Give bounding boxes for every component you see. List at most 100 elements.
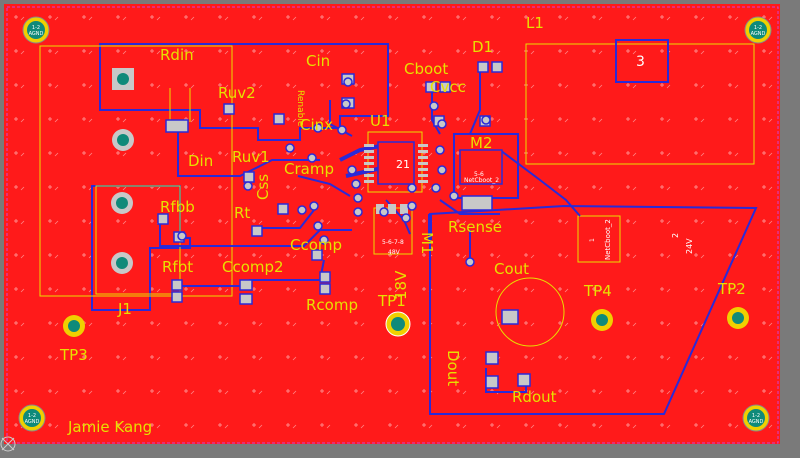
label-cinx: Cinx xyxy=(300,116,333,134)
ccomp2-pad-2 xyxy=(239,293,253,305)
u1-body xyxy=(377,141,415,185)
netcboot-pin-text: 1 xyxy=(589,238,596,242)
label-renable: Renable xyxy=(295,90,305,127)
input-island xyxy=(99,43,389,141)
label-dout: Dout xyxy=(444,350,462,386)
ccomp-pad xyxy=(311,249,323,261)
vias xyxy=(177,77,491,267)
hole-agnd-tl: AGND xyxy=(29,31,44,37)
rfbt-pad-1 xyxy=(171,279,183,291)
label-d1: D1 xyxy=(472,38,493,56)
m1-pins-text: 5-6-7-8 xyxy=(382,239,404,246)
label-din: Din xyxy=(188,152,213,170)
silkscreen-outlines xyxy=(39,39,755,347)
tp2-pad[interactable] xyxy=(727,307,749,329)
mounting-hole-top-left xyxy=(22,16,50,44)
rt-pad xyxy=(251,225,263,237)
hole-net-br: 1-2 xyxy=(752,413,760,419)
label-rcomp: Rcomp xyxy=(306,296,358,314)
label-ccomp: Ccomp xyxy=(290,236,342,254)
label-css: Css xyxy=(254,174,272,200)
tp3-pad[interactable] xyxy=(63,315,85,337)
mounting-holes xyxy=(18,16,772,432)
label-cout: Cout xyxy=(494,260,529,278)
hole-net-tr: 1-2 xyxy=(754,25,762,31)
pad-2-text: 2 xyxy=(671,233,680,238)
ruv1-pad xyxy=(243,171,255,183)
m2-body xyxy=(459,149,503,185)
copper-islands xyxy=(91,43,758,415)
net-text: 3 21 5-6 NetCboot_2 1 NetCboot_2 2 24V 5… xyxy=(382,54,694,260)
label-rfbt: Rfbt xyxy=(162,258,193,276)
output-island xyxy=(429,204,758,415)
d1-pad-2 xyxy=(491,61,503,73)
mounting-hole-bottom-right xyxy=(742,404,770,432)
dout-pad-2 xyxy=(485,375,499,389)
mounting-hole-bottom-left xyxy=(18,404,46,432)
label-cramp: Cramp xyxy=(284,160,334,178)
label-j1: J1 xyxy=(117,300,132,318)
label-rt: Rt xyxy=(234,204,250,222)
label-m2: M2 xyxy=(470,134,493,152)
hole-net-bl: 1-2 xyxy=(28,413,36,419)
l1-outline xyxy=(525,43,755,165)
label-m1: M1 xyxy=(418,232,436,255)
label-tp4: TP4 xyxy=(583,282,612,300)
rfbt-pad-2 xyxy=(171,291,183,303)
rfbb-pad-1 xyxy=(157,213,169,225)
css-pad xyxy=(277,203,289,215)
m2-net-text: NetCboot_2 xyxy=(464,177,499,184)
tp4-pad[interactable] xyxy=(591,309,613,331)
label-author: Jamie Kang xyxy=(67,418,152,436)
label-rdin: Rdin xyxy=(160,46,194,64)
label-rdout: Rdout xyxy=(512,388,557,406)
u1-pin-text: 21 xyxy=(396,158,410,171)
board-outline xyxy=(6,6,779,444)
d1-pad-1 xyxy=(477,61,489,73)
m1-pins xyxy=(376,204,408,214)
hole-agnd-br: AGND xyxy=(749,419,764,425)
ccomp2-pad-1 xyxy=(239,279,253,291)
cboot-pad-2 xyxy=(439,81,451,93)
label-rsense: Rsense xyxy=(448,218,502,236)
mounting-hole-top-right xyxy=(744,16,772,44)
label-cvcc: Cvcc xyxy=(430,78,466,96)
dout-pad-1 xyxy=(485,351,499,365)
label-rfbb: Rfbb xyxy=(160,198,195,216)
test-points xyxy=(63,307,749,337)
rcomp-pad-2 xyxy=(319,283,331,295)
ruv2-pad-1 xyxy=(223,103,235,115)
ruv2-pad-2 xyxy=(273,113,285,125)
label-ruv2: Ruv2 xyxy=(218,84,256,102)
netcboot-pad-outline xyxy=(577,215,621,263)
cboot-pad-1 xyxy=(425,81,437,93)
cout-outline xyxy=(495,277,565,347)
hole-agnd-bl: AGND xyxy=(25,419,40,425)
label-cboot: Cboot xyxy=(404,60,448,78)
m2-pin-text: 5-6 xyxy=(474,171,484,178)
rcomp-pad-1 xyxy=(319,271,331,283)
origin-marker-icon xyxy=(0,436,16,452)
rdout-pad xyxy=(517,373,531,387)
l1-pin-number: 3 xyxy=(636,54,645,70)
hole-net-tl: 1-2 xyxy=(32,25,40,31)
netcboot-net-text: NetCboot_2 xyxy=(604,219,612,260)
label-u1: U1 xyxy=(370,112,391,130)
tp1-pad[interactable] xyxy=(385,311,411,337)
din-pad xyxy=(165,119,189,133)
switch-node-island xyxy=(453,133,519,199)
label-tp1: TP1 xyxy=(377,292,406,310)
hole-agnd-tr: AGND xyxy=(751,31,766,37)
net-48v-text: 48V xyxy=(388,249,401,256)
label-18v: 18V xyxy=(392,270,410,300)
u1-pins xyxy=(364,144,428,183)
label-ruv1: Ruv1 xyxy=(232,148,270,166)
label-tp3: TP3 xyxy=(59,346,88,364)
mounting-hole-labels: 1-2 AGND 1-2 AGND 1-2 AGND 1-2 AGND xyxy=(25,25,766,425)
cout-pad-1 xyxy=(501,309,519,325)
label-ccomp2: Ccomp2 xyxy=(222,258,284,276)
label-tp2: TP2 xyxy=(717,280,746,298)
label-l1: L1 xyxy=(526,14,544,32)
